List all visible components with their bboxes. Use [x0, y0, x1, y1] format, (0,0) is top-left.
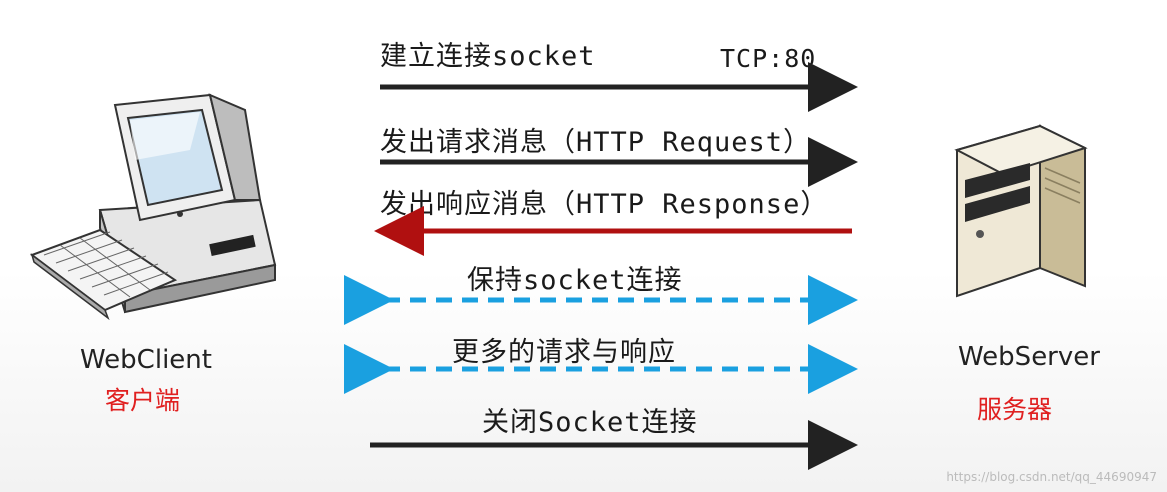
server-name: WebServer: [958, 342, 1100, 372]
tower-server-icon: [954, 124, 1088, 298]
message-note-port: TCP:80: [720, 44, 817, 73]
watermark: https://blog.csdn.net/qq_44690947: [946, 470, 1157, 484]
server-subtitle: 服务器: [977, 395, 1053, 424]
client-name: WebClient: [80, 345, 212, 375]
client-subtitle: 客户端: [105, 386, 181, 415]
message-label-close: 关闭Socket连接: [482, 407, 698, 438]
message-label-response: 发出响应消息（HTTP Response）: [380, 189, 829, 220]
message-label-request: 发出请求消息（HTTP Request）: [380, 127, 812, 158]
desktop-computer-icon: [30, 93, 277, 320]
message-label-connect: 建立连接socket: [380, 41, 596, 72]
